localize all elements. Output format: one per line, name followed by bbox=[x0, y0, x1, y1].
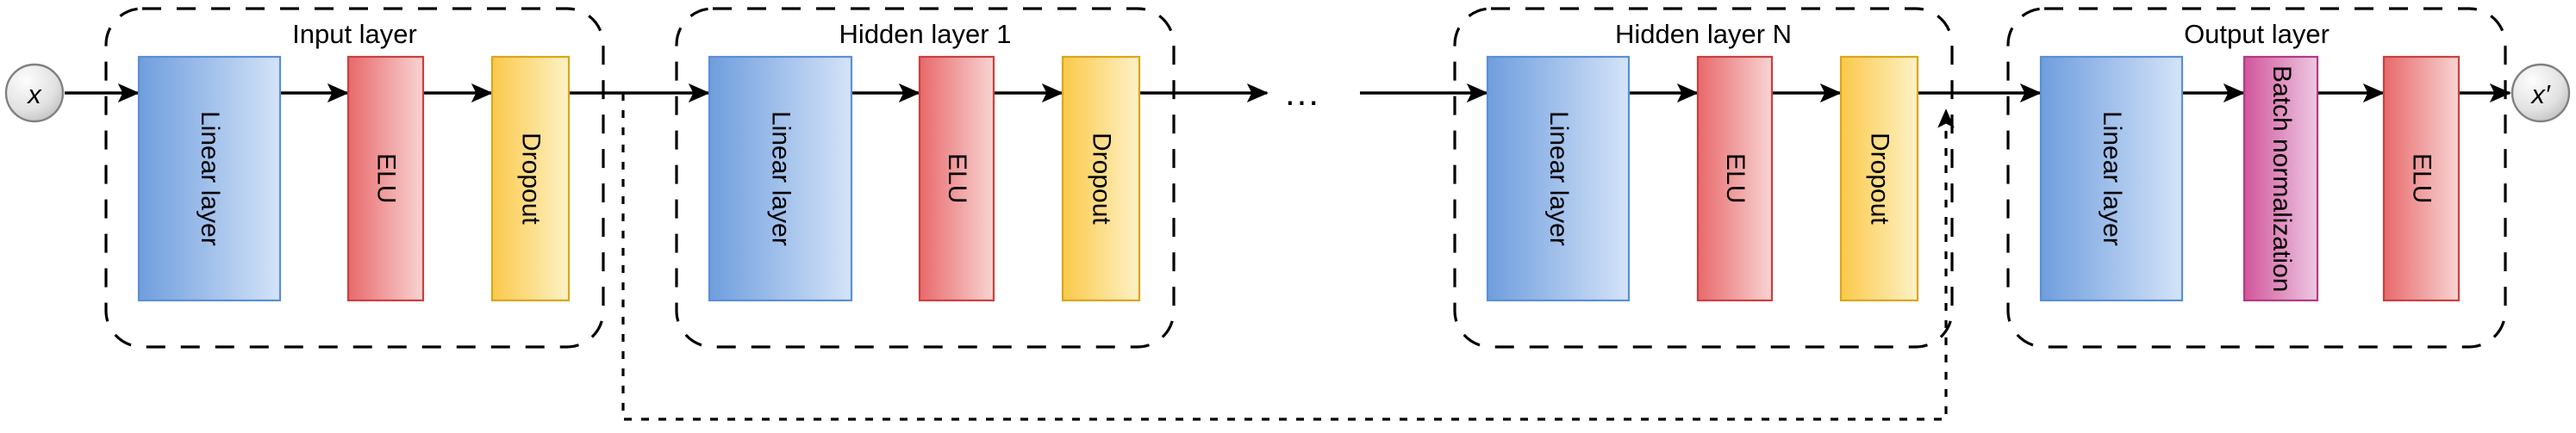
group-box-output-layer bbox=[2006, 7, 2507, 349]
block-output-layer-elu bbox=[2382, 55, 2461, 302]
block-hidden-layer-1-linear bbox=[708, 55, 853, 302]
group-label-hidden-layer-n: Hidden layer N bbox=[1614, 19, 1793, 49]
block-input-layer-elu bbox=[346, 55, 425, 302]
block-input-layer-dropout bbox=[490, 55, 571, 302]
group-box-hidden-layer-n bbox=[1453, 7, 1954, 349]
output-node-circle bbox=[2511, 63, 2571, 123]
group-box-hidden-layer-1 bbox=[675, 7, 1176, 349]
block-output-layer-linear bbox=[2039, 55, 2184, 302]
layer-repeat-ellipsis: ... bbox=[1285, 72, 1321, 113]
group-label-input-layer: Input layer bbox=[292, 19, 417, 49]
block-hidden-layer-1-dropout bbox=[1061, 55, 1141, 302]
group-box-input-layer bbox=[104, 7, 605, 349]
block-hidden-layer-n-elu bbox=[1696, 55, 1774, 302]
skip-connection-path bbox=[621, 93, 1955, 421]
block-hidden-layer-n-linear bbox=[1486, 55, 1631, 302]
input-node-label: x bbox=[28, 79, 41, 109]
output-node-label: x′ bbox=[2531, 79, 2550, 109]
block-input-layer-linear bbox=[137, 55, 282, 302]
block-output-layer-batchnorm bbox=[2242, 55, 2319, 302]
block-hidden-layer-1-elu bbox=[918, 55, 995, 302]
group-label-hidden-layer-1: Hidden layer 1 bbox=[839, 19, 1012, 49]
block-hidden-layer-n-dropout bbox=[1839, 55, 1919, 302]
input-node-circle bbox=[4, 63, 65, 123]
group-label-output-layer: Output layer bbox=[2184, 19, 2330, 49]
